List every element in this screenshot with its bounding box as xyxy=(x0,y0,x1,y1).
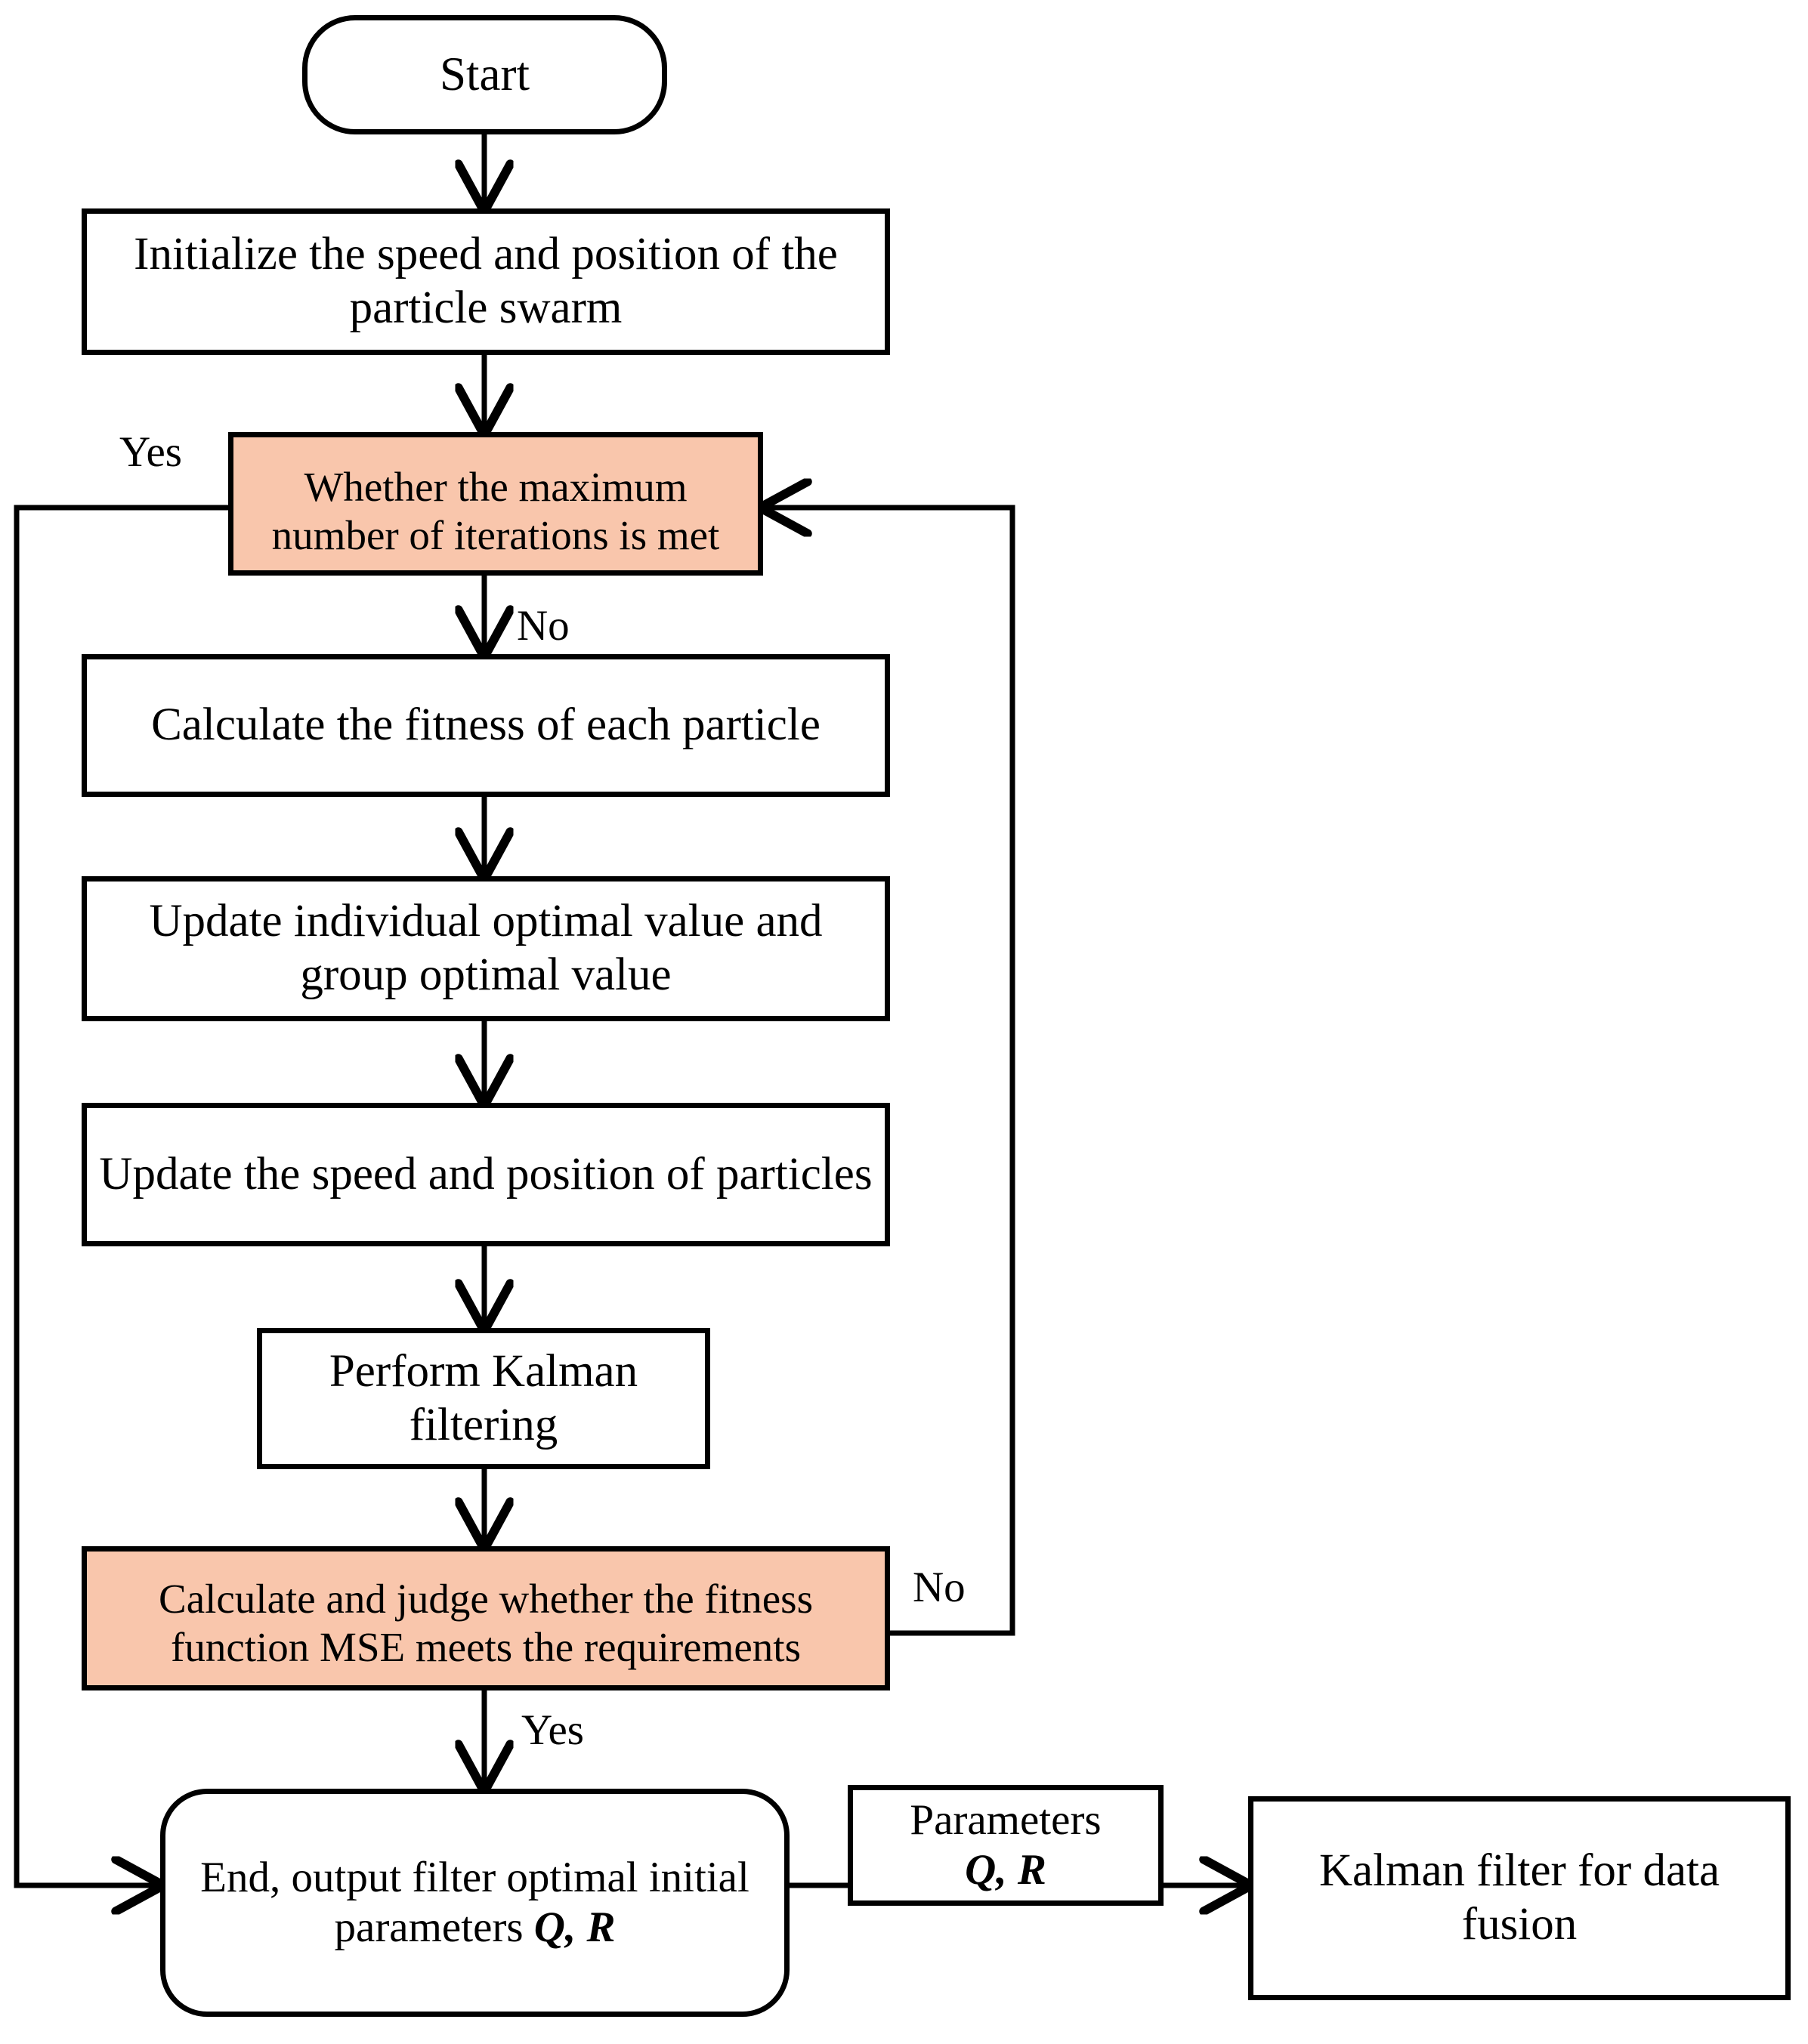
edge-label-yes-mse: Yes xyxy=(521,1706,584,1754)
node-fusion-label: Kalman filter for data fusion xyxy=(1318,1845,1720,1950)
node-kalman-filtering-label: Perform Kalman filtering xyxy=(329,1345,638,1450)
node-start-label: Start xyxy=(440,48,530,101)
edge-label-no-mse: No xyxy=(913,1564,966,1611)
node-update-best[interactable]: Update individual optimal value and grou… xyxy=(82,876,890,1021)
node-parameters-symbols: Q, R xyxy=(965,1846,1046,1894)
node-update-particles[interactable]: Update the speed and position of particl… xyxy=(82,1103,890,1246)
edge-maxiter-yes-to-end xyxy=(14,505,228,1885)
node-parameters-label: Parameters Q, R xyxy=(853,1795,1158,1895)
node-update-best-label: Update individual optimal value and grou… xyxy=(149,896,823,1000)
node-fitness[interactable]: Calculate the fitness of each particle xyxy=(82,654,890,797)
node-max-iterations[interactable]: Whether the maximum number of iterations… xyxy=(228,432,763,576)
node-fusion[interactable]: Kalman filter for data fusion xyxy=(1248,1796,1791,2000)
node-end-output-symbols: Q, R xyxy=(533,1904,616,1951)
node-parameters-annotation[interactable]: Parameters Q, R xyxy=(848,1785,1164,1906)
node-parameters-title: Parameters xyxy=(910,1795,1102,1844)
node-end-output-label: End, output filter optimal initial param… xyxy=(165,1853,784,1953)
node-initialize[interactable]: Initialize the speed and position of the… xyxy=(82,208,890,355)
node-end-output-prefix: End, output filter optimal initial param… xyxy=(200,1853,749,1951)
edge-mse-no-to-maxiter xyxy=(763,508,1015,1636)
node-end-output[interactable]: End, output filter optimal initial param… xyxy=(160,1789,790,2017)
edge-label-yes-iterations: Yes xyxy=(119,428,182,476)
node-kalman-filtering[interactable]: Perform Kalman filtering xyxy=(257,1328,710,1469)
edge-label-no-iterations: No xyxy=(517,602,570,650)
node-initialize-label: Initialize the speed and position of the… xyxy=(134,229,838,333)
node-max-iterations-label: Whether the maximum number of iterations… xyxy=(271,464,720,558)
node-start[interactable]: Start xyxy=(302,15,667,134)
node-mse-check[interactable]: Calculate and judge whether the fitness … xyxy=(82,1546,890,1690)
node-fitness-label: Calculate the fitness of each particle xyxy=(151,699,821,751)
node-mse-check-label: Calculate and judge whether the fitness … xyxy=(159,1575,813,1670)
node-update-particles-label: Update the speed and position of particl… xyxy=(99,1148,873,1200)
